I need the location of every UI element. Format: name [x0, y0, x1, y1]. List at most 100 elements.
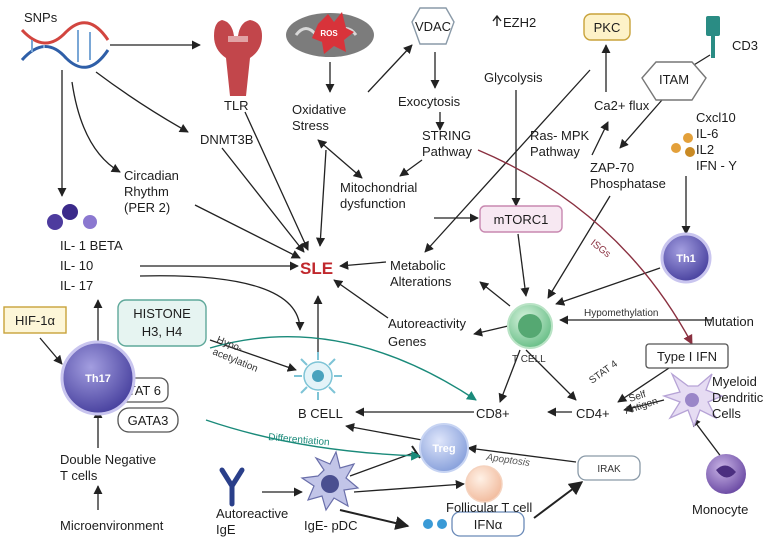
myeloid-label-1: Myeloid	[712, 374, 757, 389]
pdc-cell-icon	[300, 450, 360, 512]
mtorc1-label: mTORC1	[494, 212, 549, 227]
oxidative-label-1: Oxidative	[292, 102, 346, 117]
arrow-hif-th17	[39, 337, 63, 365]
il-label-1: IL- 1 BETA	[60, 238, 123, 253]
t-cell-label: T CELL	[512, 354, 546, 365]
arrow-circadian-sle	[194, 204, 301, 259]
type1-ifn-label: Type I IFN	[657, 349, 717, 364]
dna-icon	[20, 21, 110, 69]
ifna-node: IFNα	[423, 511, 525, 537]
myeloid-label-2: Dendritic	[712, 390, 764, 405]
arrow-zap-tcell	[547, 195, 611, 299]
interleukin-dots-icon	[47, 204, 97, 230]
arrow-histone-bcell	[209, 339, 297, 372]
zap70-label-2: Phosphatase	[590, 176, 666, 191]
b-cell-icon	[294, 352, 342, 400]
histone-label-1: HISTONE	[133, 306, 191, 321]
arrow-ifn-cd4	[617, 365, 673, 403]
th17-cell: Th17	[60, 340, 136, 416]
arrow-th1-tcell	[555, 267, 661, 306]
arrow-metabolic-sle	[339, 260, 387, 270]
dendritic-cell-icon	[661, 371, 724, 428]
metabolic-label-1: Metabolic	[390, 258, 446, 273]
arrow-snps-dnmt3b	[95, 71, 189, 133]
metabolic-label-2: Alterations	[390, 274, 452, 289]
cd4-label: CD4+	[576, 406, 610, 421]
ifna-label: IFNα	[474, 517, 503, 532]
gata3-node: GATA3	[117, 407, 179, 433]
itam-node: ITAM	[641, 61, 707, 101]
arrow-tlr-sle	[244, 111, 309, 251]
arrow-pdc-follicular	[353, 480, 465, 493]
th1-cell: Th1	[660, 232, 712, 284]
mito-label-1: Mitochondrial	[340, 180, 417, 195]
ras-label-1: Ras- MPK	[530, 128, 590, 143]
cytokine-label-1: Cxcl10	[696, 110, 736, 125]
th1-label: Th1	[676, 253, 696, 265]
autoreactivity-label-2: Genes	[388, 334, 427, 349]
mtorc1-node: mTORC1	[479, 205, 563, 233]
differentiation-label: Differentiation	[268, 432, 330, 448]
pkc-label: PKC	[594, 20, 621, 35]
cd3-label: CD3	[732, 38, 758, 53]
histone-node: HISTONE H3, H4	[117, 299, 207, 347]
arrow-treg-bcell	[345, 423, 423, 441]
exocytosis-label: Exocytosis	[398, 94, 461, 109]
gata3-label: GATA3	[128, 413, 169, 428]
oxidative-label-2: Stress	[292, 118, 329, 133]
histone-label-2: H3, H4	[142, 324, 182, 339]
monocyte-label: Monocyte	[692, 502, 748, 517]
myeloid-label-3: Cells	[712, 406, 741, 421]
circadian-label-3: (PER 2)	[124, 200, 170, 215]
ros-label: ROS	[320, 29, 338, 38]
mutation-label: Mutation	[704, 314, 754, 329]
arrow-tcell-cd8	[498, 349, 521, 403]
follicular-t-cell	[465, 465, 503, 503]
arrow-tcell-autoreactivity	[473, 325, 509, 337]
arrow-isgs	[477, 149, 693, 345]
autoreactive-ige-label-2: IgE	[216, 522, 236, 537]
circadian-label-1: Circadian	[124, 168, 179, 183]
arrow-mdc-cd4	[623, 399, 665, 413]
dnt-label-2: T cells	[60, 468, 98, 483]
arrow-il-bcell	[139, 275, 305, 331]
il-label-3: IL- 17	[60, 278, 93, 293]
arrow-histone-cd8	[209, 336, 477, 401]
arrow-ifna-irak	[533, 481, 584, 519]
hypomethylation-label: Hypomethylation	[584, 308, 658, 319]
apoptosis-label: Apoptosis	[485, 452, 531, 469]
irak-node: IRAK	[577, 455, 641, 481]
arrow-oxidative-mito	[317, 139, 363, 179]
arrow-dnmt3b-sle	[221, 147, 305, 253]
arrow-differentiation	[205, 419, 421, 461]
arrow-snps-circadian	[71, 81, 121, 173]
monocyte-icon	[706, 454, 746, 494]
arrow-oxidative-vdac	[367, 44, 413, 93]
arrow-string-mito	[399, 159, 423, 177]
hif-node: HIF-1α	[3, 306, 67, 334]
glycolysis-label: Glycolysis	[484, 70, 543, 85]
hif-label: HIF-1α	[15, 313, 56, 328]
antibody-icon	[219, 467, 245, 507]
arrow-pdc-ifna	[339, 509, 410, 530]
cd3-icon	[706, 16, 720, 58]
cytokine-label-4: IFN - Y	[696, 158, 737, 173]
vdac-label: VDAC	[415, 19, 451, 34]
type1-ifn-node: Type I IFN	[645, 343, 729, 369]
dnmt3b-label: DNMT3B	[200, 132, 253, 147]
sle-label: SLE	[300, 259, 333, 278]
string-label-1: STRING	[422, 128, 471, 143]
arrow-mtorc1-tcell	[517, 233, 530, 297]
arrow-zap-ca	[591, 121, 609, 156]
ige-pdc-label: IgE- pDC	[304, 518, 357, 533]
tlr-label: TLR	[224, 98, 249, 113]
snps-label: SNPs	[24, 10, 58, 25]
cytokine-dots-icon	[671, 133, 695, 157]
arrow-autoreactivity-sle	[333, 279, 389, 319]
cytokine-label-3: IL2	[696, 142, 714, 157]
mitochondria-icon: ROS	[286, 12, 374, 57]
ezh2-label: EZH2	[503, 15, 536, 30]
zap70-label-1: ZAP-70	[590, 160, 634, 175]
